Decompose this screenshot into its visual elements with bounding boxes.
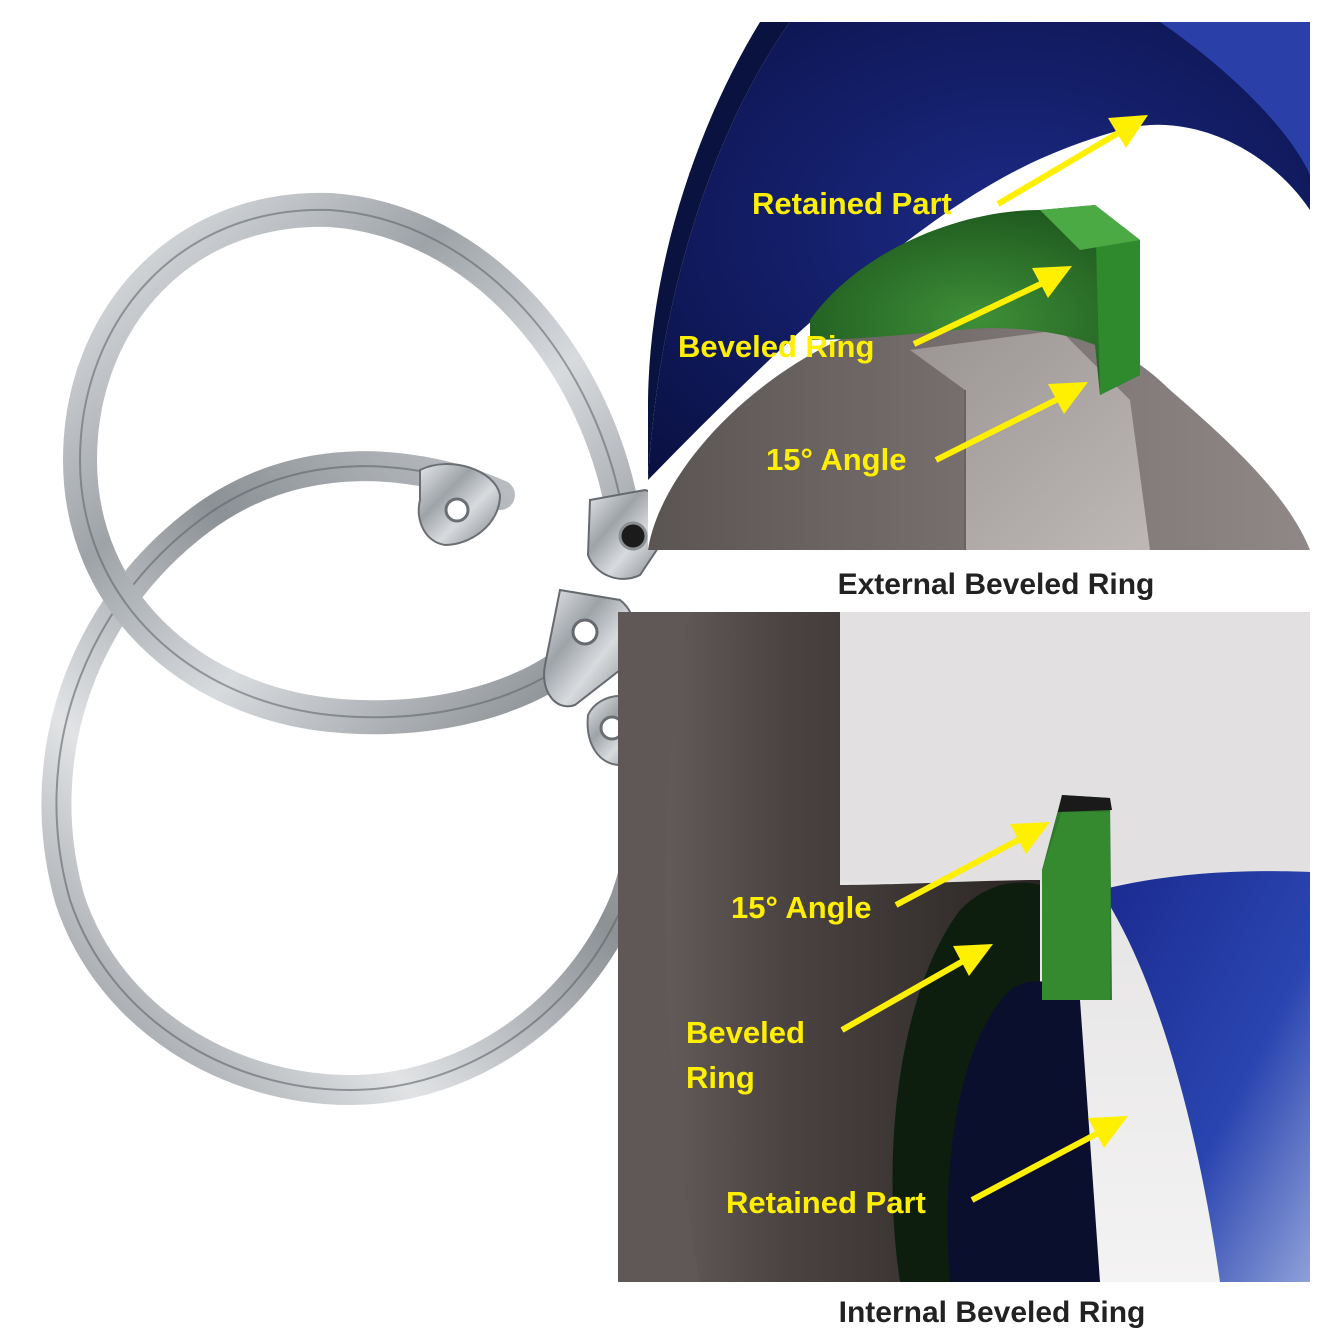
external-labels: Retained Part Beveled Ring 15° Angle: [678, 115, 1148, 477]
internal-retained-part-label: Retained Part: [726, 1185, 926, 1220]
internal-ring-label-line2: Ring: [686, 1060, 755, 1095]
external-panel-caption: External Beveled Ring: [838, 568, 1155, 601]
internal-retained-part-shape: [1100, 871, 1310, 1282]
internal-beveled-label-line1: Beveled: [686, 1015, 805, 1050]
beveled-ring-shape: [810, 205, 1140, 395]
external-beveled-ring-label: Beveled Ring: [678, 329, 874, 364]
internal-ring-photo: [41, 451, 660, 1106]
retained-part-shape: [648, 22, 1310, 480]
internal-panel-caption: Internal Beveled Ring: [839, 1296, 1146, 1329]
retaining-rings-photo: [41, 192, 666, 1106]
internal-angle-label: 15° Angle: [731, 890, 871, 925]
external-retained-part-label: Retained Part: [752, 186, 952, 221]
external-panel: [648, 22, 1310, 550]
external-angle-label: 15° Angle: [766, 442, 906, 477]
internal-labels: 15° Angle Beveled Ring Retained Part: [686, 822, 1128, 1220]
